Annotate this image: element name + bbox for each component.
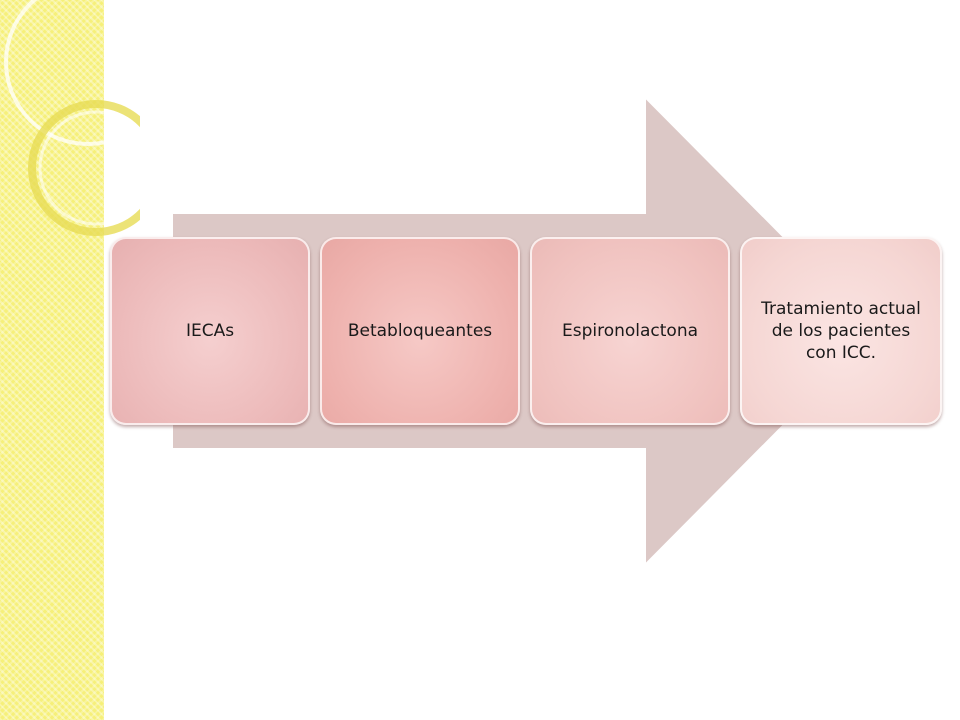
ring-medium-inner <box>38 110 140 226</box>
ring-large <box>4 0 140 146</box>
step-iecas: IECAs <box>110 237 310 425</box>
ring-medium <box>28 100 140 236</box>
arrow-shape <box>171 94 879 568</box>
decorative-rings <box>4 0 140 236</box>
step-tratamiento-actual-label: Tratamiento actual de los pacientes con … <box>761 299 921 363</box>
step-espironolactona-label: Espironolactona <box>561 321 699 341</box>
step-tratamiento-actual: Tratamiento actual de los pacientes con … <box>740 237 942 425</box>
step-betabloqueantes-label: Betabloqueantes <box>347 321 493 341</box>
step-iecas-label: IECAs <box>185 321 235 341</box>
step-espironolactona: Espironolactona <box>530 237 730 425</box>
sidebar-edge <box>104 0 108 720</box>
step-betabloqueantes: Betabloqueantes <box>320 237 520 425</box>
